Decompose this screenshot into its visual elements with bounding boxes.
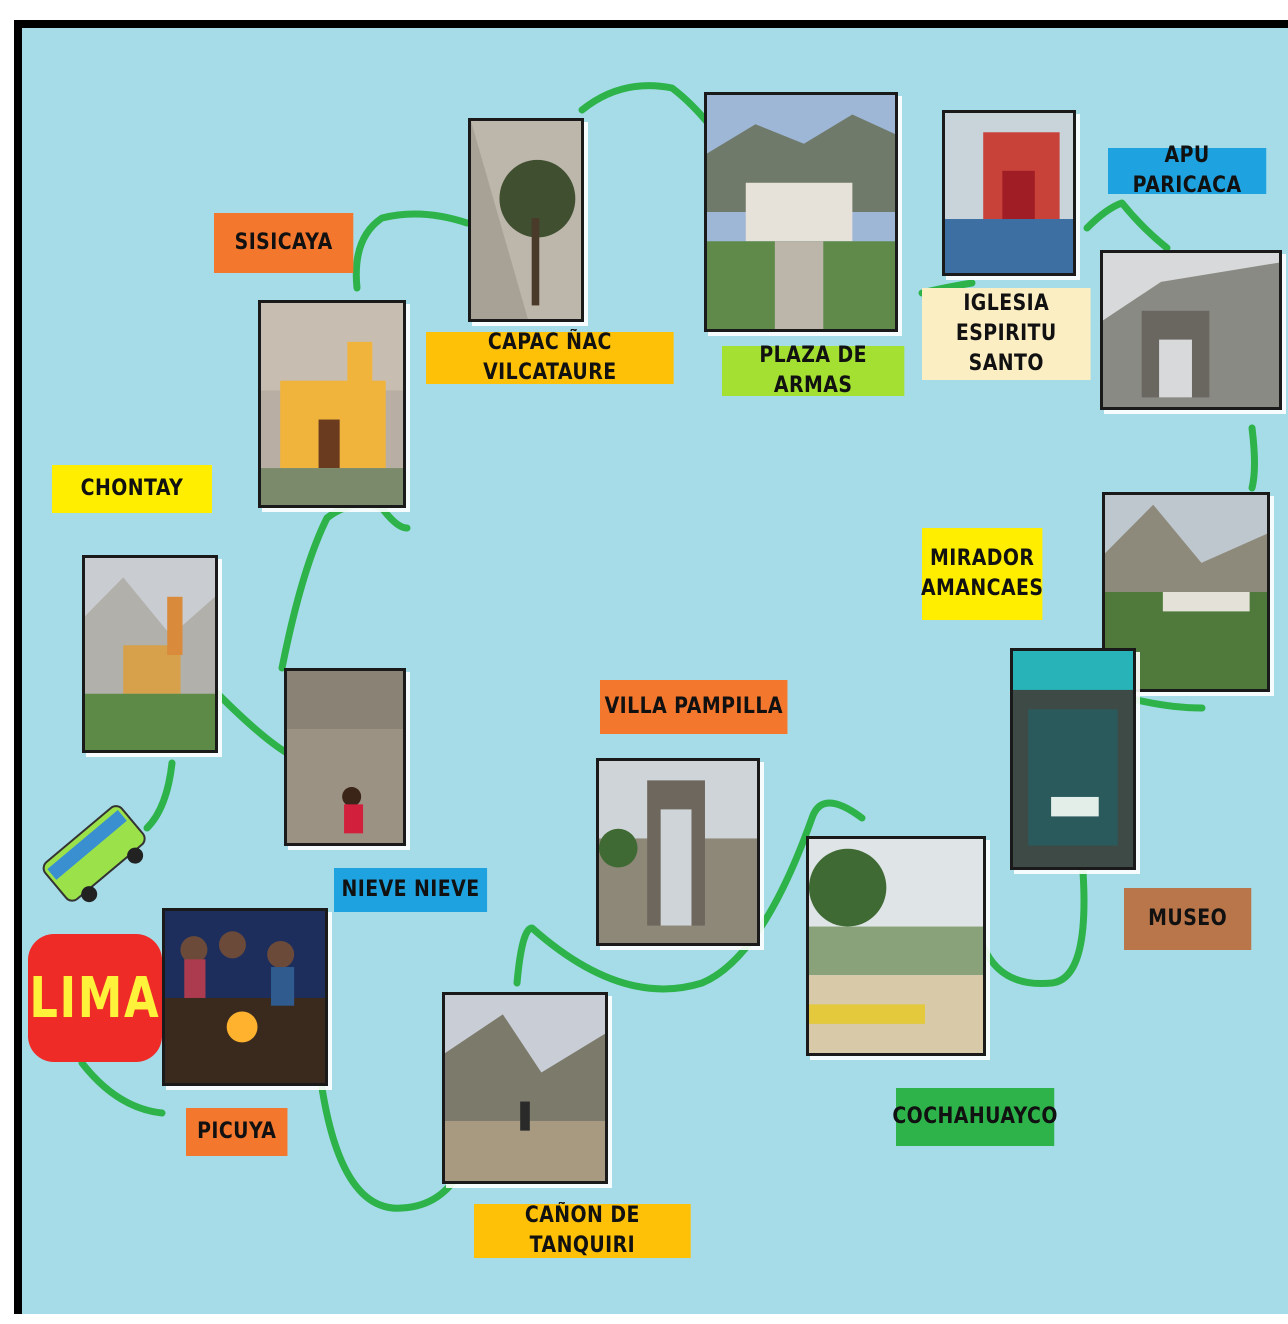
photo-museo — [1010, 648, 1136, 870]
label-museo: MUSEO — [1124, 888, 1252, 950]
lima-start-node: LIMA — [28, 934, 162, 1062]
label-sisicaya: SISICAYA — [214, 213, 354, 273]
label-plaza-de-armas: PLAZA DE ARMAS — [722, 343, 905, 398]
lima-title: LIMA — [29, 965, 161, 1031]
label-picuya: PICUYA — [186, 1108, 288, 1156]
bus-icon — [42, 805, 146, 903]
photo-canon-de-tanquiri — [442, 992, 608, 1184]
label-apu-paricaca: APU PARICACA — [1108, 143, 1267, 198]
label-cochahuayco: COCHAHUAYCO — [892, 1088, 1057, 1146]
photo-apu-paricaca — [1100, 250, 1282, 410]
photo-sisicaya-church — [258, 300, 406, 508]
photo-plaza-de-armas — [704, 92, 898, 332]
label-nieve-nieve: NIEVE NIEVE — [334, 868, 488, 912]
label-villa-pampilla: VILLA PAMPILLA — [600, 680, 788, 734]
photo-cochahuayco — [806, 836, 986, 1056]
label-mirador-amancaes: MIRADOR AMANCAES — [921, 528, 1043, 620]
label-iglesia-espiritu-santo: IGLESIA ESPIRITU SANTO — [922, 288, 1091, 380]
label-chontay: CHONTAY — [52, 465, 212, 513]
photo-picuya-campfire — [162, 908, 328, 1086]
mind-map-canvas: LIMA PICUYA NIEVE NIEVE CHONTAY SISICAYA… — [14, 20, 1288, 1314]
route-path — [78, 82, 1258, 1212]
photo-capac-nac-vilcataure — [468, 118, 584, 322]
photo-nieve-nieve — [284, 668, 406, 846]
photo-iglesia-espiritu-santo — [942, 110, 1076, 276]
photo-villa-pampilla — [596, 758, 760, 946]
photo-mirador-amancaes — [1102, 492, 1270, 692]
photo-chontay-church — [82, 555, 218, 753]
label-capac-nac-vilcataure: CAPAC ÑAC VILCATAURE — [426, 330, 674, 385]
label-canon-de-tanquiri: CAÑON DE TANQUIRI — [474, 1203, 691, 1258]
